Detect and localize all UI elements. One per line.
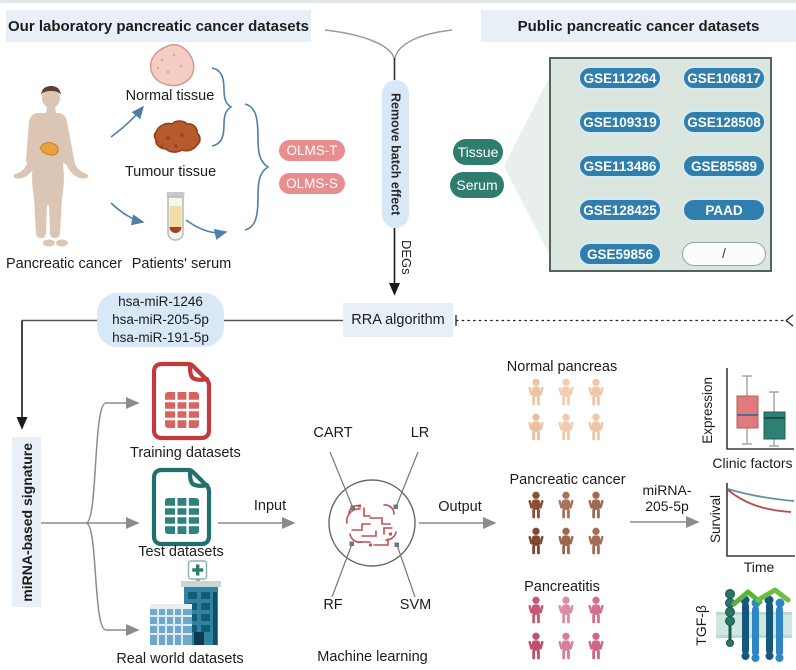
person-icon: [528, 632, 544, 660]
expression-axis-label: Expression: [698, 374, 716, 446]
header-public-datasets: Public pancreatic cancer datasets: [481, 10, 796, 42]
machine-learning-caption: Machine learning: [317, 649, 428, 665]
person-icon: [588, 527, 604, 555]
model-lr-label: LR: [410, 425, 430, 441]
olms-s-pill: OLMS-S: [279, 173, 345, 194]
expression-boxplot: [726, 368, 794, 450]
survival-axis-label: Survival: [706, 488, 724, 550]
person-icon: [528, 527, 544, 555]
time-axis-label: Time: [743, 559, 775, 575]
dataset-branch-arrows: [40, 397, 700, 636]
tumour-tissue-illustration: [153, 120, 201, 153]
tgf-beta-text: TGF-β: [693, 604, 709, 646]
dataset-pill-gse113486: GSE113486: [578, 154, 662, 178]
cohort-normal-pancreas-label: Normal pancreas: [506, 359, 618, 375]
tissue-type-pill: Tissue: [453, 139, 503, 165]
dataset-pill-gse59856: GSE59856: [578, 242, 662, 266]
remove-batch-effect-label: Remove batch effect: [388, 92, 403, 216]
dataset-pill-paad: PAAD: [682, 198, 766, 222]
expression-axis-text: Expression: [699, 376, 715, 444]
human-figure: [13, 86, 89, 247]
person-icon: [558, 632, 574, 660]
machine-learning-icon: [328, 451, 419, 598]
dataset-pill-gse112264: GSE112264: [578, 66, 662, 90]
tumour-tissue-label: Tumour tissue: [124, 164, 217, 180]
rra-algorithm-label: RRA algorithm: [351, 312, 445, 328]
survival-axis-text: Survival: [707, 494, 723, 543]
large-brace: [244, 103, 270, 231]
degs-label: DEGs: [399, 240, 414, 275]
dataset-pill-gse85589: GSE85589: [682, 154, 766, 178]
mirna-based-signature-box: miRNA-based signature: [12, 437, 41, 607]
header-laboratory-datasets: Our laboratory pancreatic cancer dataset…: [6, 10, 311, 42]
person-icon: [588, 491, 604, 519]
normal-tissue-label: Normal tissue: [125, 88, 215, 104]
rra-dashed-line: [455, 314, 794, 327]
person-icon: [558, 527, 574, 555]
test-datasets-icon: [151, 467, 212, 547]
person-icon: [588, 596, 604, 624]
olms-t-pill: OLMS-T: [279, 140, 345, 161]
dataset-pill-gse128425: GSE128425: [578, 198, 662, 222]
tgf-beta-label: TGF-β: [692, 596, 710, 654]
person-icon: [528, 413, 544, 441]
person-icon: [528, 378, 544, 406]
person-icon: [558, 596, 574, 624]
survival-plot: [726, 483, 795, 557]
real-world-datasets-label: Real world datasets: [116, 651, 244, 667]
person-icon: [588, 632, 604, 660]
model-svm-label: SVM: [399, 597, 432, 613]
clinic-factors-label: Clinic factors: [712, 455, 793, 471]
person-icon: [588, 378, 604, 406]
mirna-line-3: hsa-miR-191-5p: [112, 330, 209, 345]
normal-tissue-illustration: [149, 43, 195, 87]
person-icon: [528, 596, 544, 624]
rra-algorithm-box: RRA algorithm: [343, 303, 453, 337]
header-merge-curves: [324, 29, 453, 61]
header-public-text: Public pancreatic cancer datasets: [517, 17, 760, 35]
cohort-people: [528, 378, 604, 660]
mirna-line-2: hsa-miR-205-5p: [112, 312, 209, 327]
training-datasets-icon: [151, 361, 212, 441]
mirna-signature-list-box: hsa-miR-1246 hsa-miR-205-5p hsa-miR-191-…: [97, 293, 224, 347]
test-datasets-label: Test datasets: [138, 544, 224, 560]
person-icon: [558, 491, 574, 519]
model-rf-label: RF: [323, 597, 343, 613]
mirna-line-1: hsa-miR-1246: [118, 294, 203, 309]
panel-flap: [504, 78, 549, 254]
mirna-based-signature-label: miRNA-based signature: [18, 442, 35, 602]
person-icon: [588, 413, 604, 441]
pancreatic-cancer-person-label: Pancreatic cancer: [6, 256, 123, 272]
patients-serum-label: Patients' serum: [131, 256, 232, 272]
training-datasets-label: Training datasets: [130, 445, 241, 461]
figure-top-border: [0, 0, 796, 3]
mirna-effect-line1: miRNA-: [642, 482, 692, 498]
real-world-datasets-icon: [150, 560, 221, 645]
dataset-pill-empty: /: [682, 242, 766, 266]
dataset-pill-gse128508: GSE128508: [682, 110, 766, 134]
model-cart-label: CART: [313, 425, 353, 441]
dataset-pill-gse109319: GSE109319: [578, 110, 662, 134]
mirna-effect-label: miRNA- 205-5p: [635, 482, 699, 514]
cohort-pancreatitis-label: Pancreatitis: [524, 579, 600, 595]
dataset-pill-gse106817: GSE106817: [682, 66, 766, 90]
person-icon: [558, 413, 574, 441]
serum-type-pill: Serum: [450, 172, 504, 198]
small-brace: [211, 67, 233, 147]
mirna-effect-line2: 205-5p: [645, 498, 689, 514]
input-label: Input: [253, 498, 287, 514]
cohort-pancreatic-cancer-label: Pancreatic cancer: [509, 472, 626, 488]
serum-tube-illustration: [166, 192, 185, 241]
header-laboratory-text: Our laboratory pancreatic cancer dataset…: [8, 17, 309, 35]
person-icon: [528, 491, 544, 519]
remove-batch-effect-capsule: Remove batch effect: [382, 80, 409, 228]
person-icon: [558, 378, 574, 406]
tgf-membrane-illustration: [716, 587, 792, 662]
output-label: Output: [438, 499, 482, 515]
